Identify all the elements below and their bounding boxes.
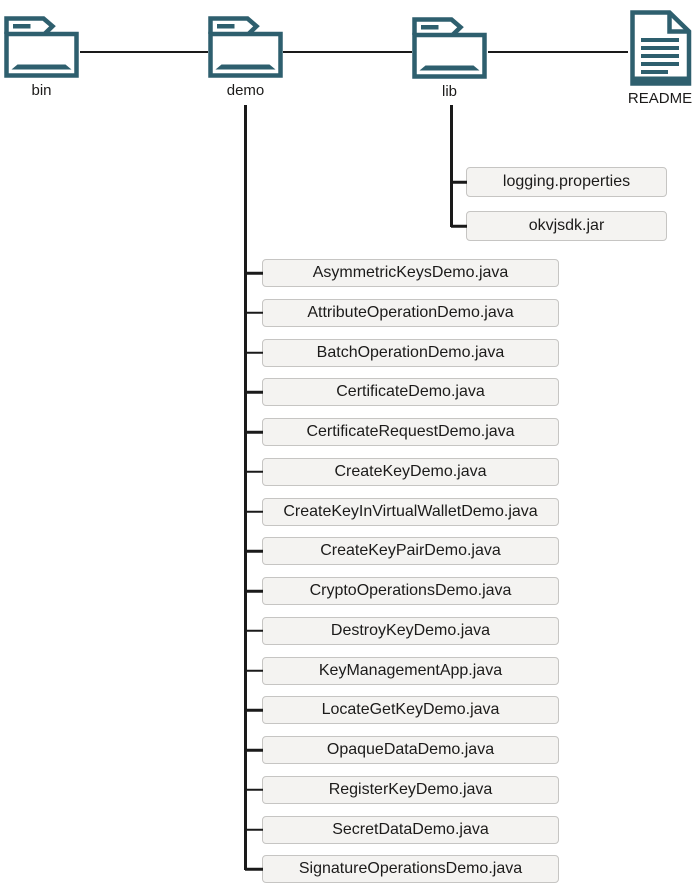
file-node-label: okvjsdk.jar	[528, 217, 605, 234]
file-node: LocateGetKeyDemo.java	[262, 696, 559, 725]
file-node-label: CreateKeyPairDemo.java	[320, 542, 501, 560]
file-node: AttributeOperationDemo.java	[262, 298, 559, 327]
file-node-label: AttributeOperationDemo.java	[307, 303, 514, 321]
lib-file-list: logging.properties okvjsdk.jar	[466, 167, 667, 241]
file-node: BatchOperationDemo.java	[262, 338, 559, 367]
file-node-label: SignatureOperationsDemo.java	[298, 860, 523, 878]
file-node: okvjsdk.jar	[466, 211, 667, 241]
file-node: CreateKeyInVirtualWalletDemo.java	[262, 497, 559, 526]
file-node: DestroyKeyDemo.java	[262, 616, 559, 645]
connector-lib-readme	[488, 51, 628, 53]
tree-node-lib: lib	[412, 17, 487, 100]
file-node: CertificateDemo.java	[262, 378, 559, 407]
file-node-label: CertificateRequestDemo.java	[306, 423, 515, 440]
file-node: OpaqueDataDemo.java	[262, 736, 559, 764]
folder-icon	[208, 16, 283, 78]
file-node: SignatureOperationsDemo.java	[262, 855, 559, 884]
document-icon	[628, 10, 692, 86]
tree-node-bin: bin	[4, 16, 79, 99]
file-node: CreateKeyPairDemo.java	[262, 537, 559, 566]
folder-label-bin: bin	[31, 82, 52, 99]
tree-node-demo: demo	[208, 16, 283, 99]
file-node-label: LocateGetKeyDemo.java	[321, 701, 500, 719]
file-node-label: CreateKeyInVirtualWalletDemo.java	[283, 502, 538, 520]
file-node: AsymmetricKeysDemo.java	[262, 259, 559, 287]
file-node: CryptoOperationsDemo.java	[262, 577, 559, 605]
folder-icon	[4, 16, 79, 78]
file-node-label: CryptoOperationsDemo.java	[309, 582, 512, 599]
file-node: SecretDataDemo.java	[262, 815, 559, 844]
demo-file-list: AsymmetricKeysDemo.java AttributeOperati…	[262, 259, 559, 884]
file-node-label: KeyManagementApp.java	[318, 661, 503, 679]
folder-icon	[412, 17, 487, 79]
file-node-label: logging.properties	[502, 173, 631, 190]
file-node-label: OpaqueDataDemo.java	[326, 741, 495, 758]
demo-branch-line	[244, 105, 247, 870]
lib-branch-line	[450, 105, 453, 227]
file-node: logging.properties	[466, 167, 667, 197]
file-node-label: SecretDataDemo.java	[332, 820, 489, 838]
folder-label-demo: demo	[226, 82, 265, 99]
file-node: RegisterKeyDemo.java	[262, 775, 559, 804]
folder-label-lib: lib	[441, 83, 457, 100]
file-node-label: RegisterKeyDemo.java	[328, 780, 493, 798]
file-node: CertificateRequestDemo.java	[262, 418, 559, 446]
file-node: KeyManagementApp.java	[262, 656, 559, 685]
tree-node-readme: README	[628, 10, 692, 107]
document-label-readme: README	[627, 90, 693, 107]
file-node-label: CreateKeyDemo.java	[334, 462, 487, 480]
file-node: CreateKeyDemo.java	[262, 457, 559, 486]
connector-demo-lib	[283, 51, 412, 53]
file-node-label: AsymmetricKeysDemo.java	[312, 264, 509, 281]
connector-bin-demo	[80, 51, 208, 53]
file-node-label: CertificateDemo.java	[336, 383, 485, 401]
file-node-label: DestroyKeyDemo.java	[330, 621, 491, 639]
file-node-label: BatchOperationDemo.java	[316, 343, 505, 361]
